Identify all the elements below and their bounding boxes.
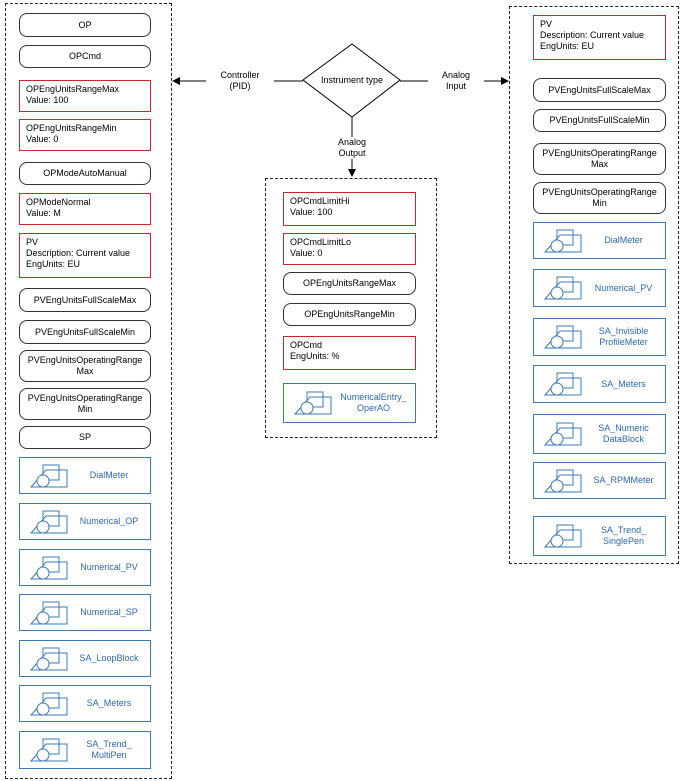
display-object-label: SA_RPMMeter bbox=[593, 475, 654, 485]
display-object-sa-meters: SA_Meters bbox=[19, 685, 151, 722]
display-object-numerical-pv: Numerical_PV bbox=[533, 269, 666, 307]
display-object-icon bbox=[544, 422, 582, 446]
parameter-pvengunitsfullscalemax: PVEngUnitsFullScaleMax bbox=[533, 78, 666, 102]
controller-branch-label: Controller (PID) bbox=[206, 70, 274, 92]
parameter-opengunitsrangemin: OPEngUnitsRangeMin bbox=[283, 303, 416, 326]
configured-parameter-opengunitsrangemin: OPEngUnitsRangeMin Value: 0 bbox=[19, 119, 151, 151]
analog-output-branch-label: Analog Output bbox=[322, 137, 382, 159]
display-object-label: NumericalEntry_ OperAO bbox=[340, 392, 407, 413]
parameter-opcmd: OPCmd bbox=[19, 45, 151, 68]
display-object-label: Numerical_PV bbox=[594, 282, 653, 293]
display-object-label: SA_Meters bbox=[86, 698, 132, 708]
display-object-icon bbox=[544, 372, 582, 396]
configured-parameter-opcmdlimitlo: OPCmdLimitLo Value: 0 bbox=[283, 233, 416, 265]
display-object-sa-trend: SA_Trend_ MultiPen bbox=[19, 731, 151, 769]
display-object-dialmeter: DialMeter bbox=[533, 222, 666, 259]
display-object-label: Numerical_SP bbox=[80, 607, 138, 617]
display-object-label: SA_Numeric DataBlock bbox=[598, 423, 649, 444]
display-object-sa-trend: SA_Trend_ SinglePen bbox=[533, 516, 666, 556]
analog-input-group bbox=[509, 6, 679, 564]
controller-pid-group bbox=[5, 3, 172, 779]
display-object-sa-meters: SA_Meters bbox=[533, 365, 666, 403]
display-object-icon bbox=[30, 464, 68, 487]
configured-parameter-pv: PV Description: Current value EngUnits: … bbox=[533, 15, 666, 60]
display-object-numericalentry: NumericalEntry_ OperAO bbox=[283, 383, 416, 423]
display-object-label: SA_Meters bbox=[601, 378, 646, 389]
configured-parameter-opcmd: OPCmd EngUnits: % bbox=[283, 336, 416, 370]
display-object-numerical-pv: Numerical_PV bbox=[19, 549, 151, 586]
display-object-dialmeter: DialMeter bbox=[19, 457, 151, 494]
configured-parameter-pv: PV Description: Current value EngUnits: … bbox=[19, 233, 151, 278]
configured-parameter-opmodenormal: OPModeNormal Value: M bbox=[19, 193, 151, 225]
display-object-icon bbox=[544, 325, 582, 349]
display-object-icon bbox=[30, 738, 68, 762]
display-object-label: SA_Invisible ProfileMeter bbox=[598, 326, 649, 347]
display-object-icon bbox=[544, 469, 582, 492]
display-object-label: SA_Trend_ SinglePen bbox=[600, 525, 647, 546]
display-object-sa-numeric: SA_Numeric DataBlock bbox=[533, 414, 666, 454]
parameter-pvengunitsfullscalemin: PVEngUnitsFullScaleMin bbox=[19, 320, 151, 344]
display-object-icon bbox=[544, 229, 582, 252]
display-object-label: SA_LoopBlock bbox=[79, 653, 139, 663]
display-object-sa-loopblock: SA_LoopBlock bbox=[19, 640, 151, 677]
display-object-label: Numerical_PV bbox=[80, 562, 138, 572]
parameter-sp: SP bbox=[19, 426, 151, 449]
parameter-opmodeautomanual: OPModeAutoManual bbox=[19, 162, 151, 185]
parameter-pvengunitsfullscalemin: PVEngUnitsFullScaleMin bbox=[533, 109, 666, 132]
display-object-icon bbox=[294, 391, 332, 415]
parameter-pvengunitsoperatingrange: PVEngUnitsOperatingRange Min bbox=[19, 388, 151, 420]
parameter-op: OP bbox=[19, 13, 151, 37]
parameter-opengunitsrangemax: OPEngUnitsRangeMax bbox=[283, 272, 416, 295]
display-object-sa-rpmmeter: SA_RPMMeter bbox=[533, 462, 666, 499]
display-object-sa-invisible: SA_Invisible ProfileMeter bbox=[533, 318, 666, 356]
display-object-icon bbox=[544, 276, 582, 300]
display-object-label: SA_Trend_ MultiPen bbox=[86, 739, 132, 760]
parameter-pvengunitsoperatingrange: PVEngUnitsOperatingRange Max bbox=[533, 143, 666, 175]
display-object-icon bbox=[30, 556, 68, 579]
display-object-icon bbox=[30, 692, 68, 715]
analog-input-branch-label: Analog Input bbox=[428, 70, 484, 92]
parameter-pvengunitsfullscalemax: PVEngUnitsFullScaleMax bbox=[19, 288, 151, 312]
parameter-pvengunitsoperatingrange: PVEngUnitsOperatingRange Max bbox=[19, 350, 151, 382]
parameter-pvengunitsoperatingrange: PVEngUnitsOperatingRange Min bbox=[533, 182, 666, 214]
instrument-type-label: Instrument type bbox=[320, 75, 384, 85]
configured-parameter-opcmdlimithi: OPCmdLimitHi Value: 100 bbox=[283, 192, 416, 226]
display-object-label: DialMeter bbox=[89, 470, 129, 480]
display-object-numerical-sp: Numerical_SP bbox=[19, 594, 151, 631]
display-object-label: DialMeter bbox=[604, 235, 643, 245]
display-object-label: Numerical_OP bbox=[79, 516, 139, 526]
display-object-numerical-op: Numerical_OP bbox=[19, 503, 151, 540]
display-object-icon bbox=[30, 601, 68, 624]
display-object-icon bbox=[544, 524, 582, 548]
display-object-icon bbox=[30, 510, 68, 533]
display-object-icon bbox=[30, 647, 68, 670]
configured-parameter-opengunitsrangemax: OPEngUnitsRangeMax Value: 100 bbox=[19, 80, 151, 112]
analog-output-group bbox=[265, 178, 437, 438]
